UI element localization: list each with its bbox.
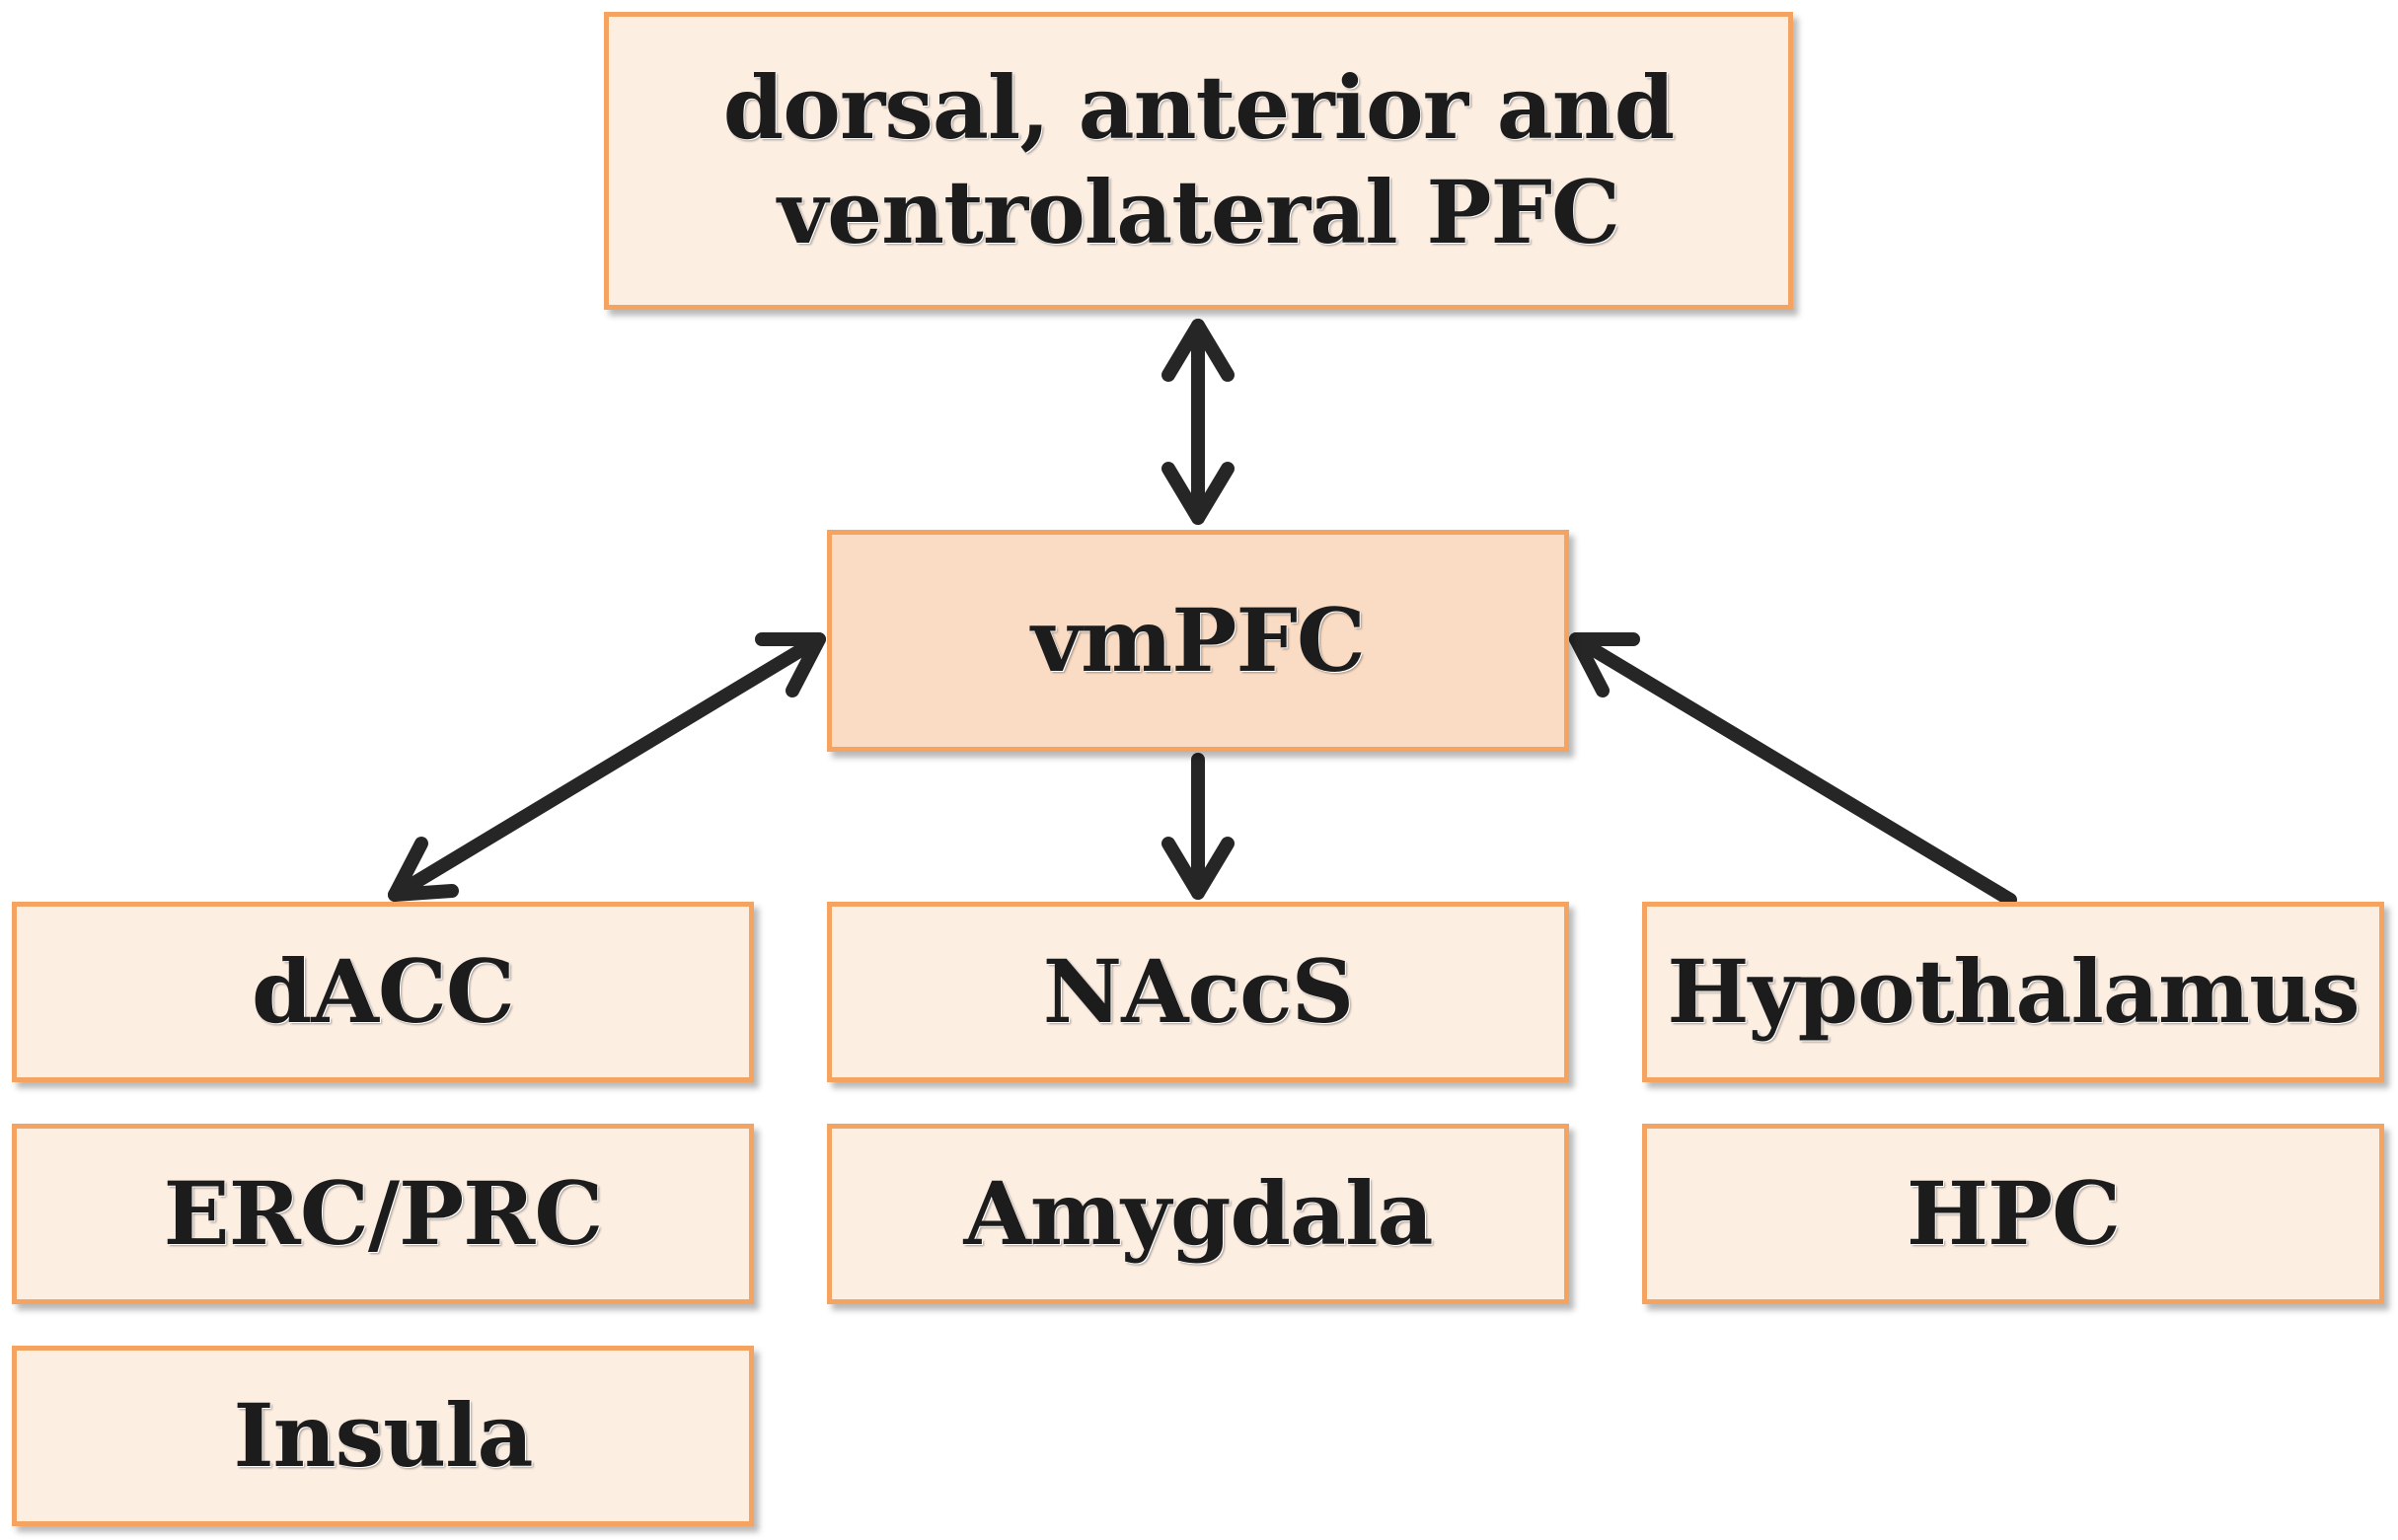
node-label-line1: dorsal, anterior and: [722, 56, 1676, 160]
node-label: HPC: [1906, 1161, 2121, 1265]
node-dorsal-anterior-ventrolateral-pfc: dorsal, anterior and ventrolateral PFC: [604, 12, 1793, 310]
edge-dacc-vmpfc: [388, 632, 826, 902]
node-label-line2: ventrolateral PFC: [777, 161, 1620, 263]
node-label: dACC: [252, 939, 515, 1043]
edge-vmpfc-naccs: [1162, 753, 1235, 900]
node-label: Amygdala: [963, 1161, 1433, 1265]
node-hypothalamus: Hypothalamus: [1642, 902, 2384, 1082]
node-label: NAccS: [1042, 939, 1354, 1043]
node-label: Insula: [233, 1383, 533, 1487]
node-dacc: dACC: [12, 902, 754, 1082]
node-hpc: HPC: [1642, 1124, 2384, 1304]
node-label: Hypothalamus: [1667, 939, 2360, 1043]
node-label: vmPFC: [1031, 588, 1366, 692]
edge-top-vmpfc: [1162, 319, 1235, 525]
node-naccs: NAccS: [827, 902, 1569, 1082]
edge-hypothalamus-vmpfc: [1569, 632, 2017, 907]
node-label: ERC/PRC: [163, 1161, 604, 1265]
node-erc-prc: ERC/PRC: [12, 1124, 754, 1304]
node-amygdala: Amygdala: [827, 1124, 1569, 1304]
node-insula: Insula: [12, 1346, 754, 1526]
node-vmpfc: vmPFC: [827, 530, 1569, 752]
